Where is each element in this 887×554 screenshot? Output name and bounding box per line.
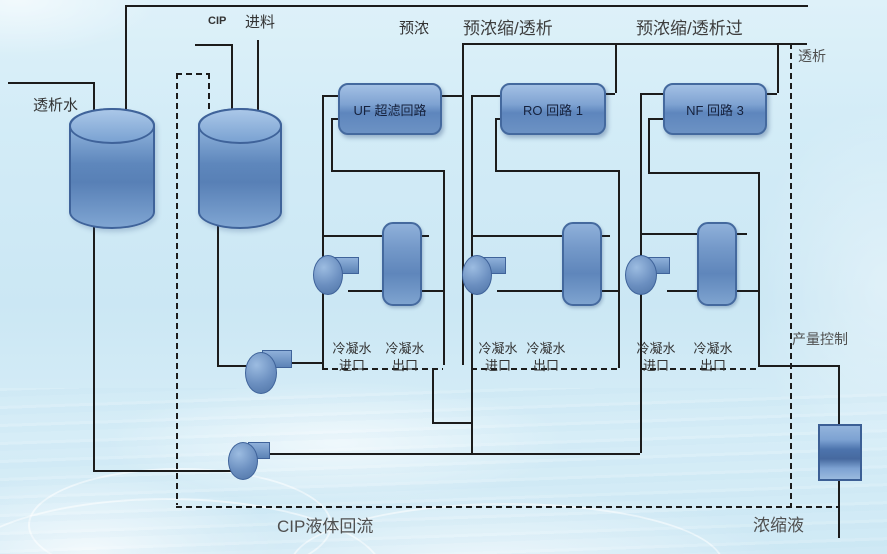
pipe-cip-return-solid <box>266 453 640 455</box>
condensate-water-label: 冷凝水 <box>385 341 425 356</box>
pipe-concentrate-out <box>758 365 838 367</box>
water-ripple <box>28 468 332 554</box>
condensate-outlet-label: 出口 <box>532 358 559 373</box>
dashed-cip-top <box>176 73 210 75</box>
pipe-tank1-bottom <box>93 223 95 470</box>
pipe-ro-loop-return <box>497 290 618 292</box>
pipe-uf-right <box>443 170 445 365</box>
dashed-cip-to-tank2 <box>208 73 210 112</box>
pipe-pump2-discharge <box>288 362 322 364</box>
pipe-uf-right-stub <box>437 95 462 97</box>
pipe-top-header <box>125 5 808 7</box>
loop-box-ro-label: RO 回路 1 <box>523 102 583 118</box>
label-dialysis-water: 透析水 <box>33 97 79 114</box>
dashed-condensate-nf <box>640 368 758 370</box>
membrane-vessel-nf <box>697 222 737 306</box>
pipe <box>648 118 664 120</box>
loop-box-ro[interactable]: RO 回路 1 <box>500 83 606 135</box>
condensate-inlet-label: 进口 <box>484 358 511 373</box>
condensate-water-label: 冷凝水 <box>332 341 372 356</box>
pipe-tank2-bottom <box>217 223 219 365</box>
label-cip-return: CIP液体回流 <box>277 517 374 536</box>
condensate-labels-ro-outlet: 冷凝水 出口 <box>522 340 570 374</box>
pipe-uf-loop-top <box>331 170 443 172</box>
dashed-condensate-uf <box>322 368 443 370</box>
condensate-water-label: 冷凝水 <box>636 341 676 356</box>
pump-body <box>625 255 657 295</box>
pipe-divider-uf-ro <box>462 43 464 365</box>
label-pre-concentrate-dialysis-done: 预浓缩/透析过 <box>636 19 743 38</box>
pipe-header-to-ro <box>615 43 617 93</box>
condensate-outlet-label: 出口 <box>699 358 726 373</box>
pipe-uf-vessel-feed <box>322 235 429 237</box>
membrane-vessel-ro <box>562 222 602 306</box>
pipe <box>331 118 340 120</box>
condensate-water-label: 冷凝水 <box>478 341 518 356</box>
pipe-cip-drop <box>231 44 233 112</box>
pipe-jog <box>432 422 471 424</box>
pump-body <box>228 442 258 480</box>
pipe-nf-left-stub <box>640 93 663 95</box>
pipe-ro-right <box>618 170 620 368</box>
pipe-nf-vessel-feed <box>642 233 747 235</box>
pipe <box>495 118 497 170</box>
pipe-uf-left-stub <box>322 95 338 97</box>
label-cip: CIP <box>208 15 227 27</box>
condensate-labels-ro-inlet: 冷凝水 进口 <box>474 340 522 374</box>
condensate-labels-uf-outlet: 冷凝水 出口 <box>381 340 429 374</box>
pump-body <box>462 255 492 295</box>
dashed-cip-return-left <box>176 73 178 505</box>
pipe-ro-vessel-feed <box>471 235 610 237</box>
label-yield-control: 产量控制 <box>792 331 848 347</box>
membrane-vessel-uf <box>382 222 422 306</box>
pump-body <box>313 255 343 295</box>
pipe-nf-loop-top <box>648 172 758 174</box>
label-pre-concentrate: 预浓 <box>399 20 430 37</box>
label-feed: 进料 <box>245 14 276 31</box>
pipe <box>495 118 504 120</box>
pipe-pump2-suction <box>217 365 246 367</box>
pipe-feed-to-tank1 <box>125 5 127 112</box>
loop-box-nf[interactable]: NF 回路 3 <box>663 83 767 135</box>
pipe-feed-drop <box>257 40 259 112</box>
loop-box-nf-label: NF 回路 3 <box>686 102 744 118</box>
dashed-condensate-ro <box>471 368 618 370</box>
dashed-dialysis-line <box>790 43 792 506</box>
pipe-ro-loop-top <box>495 170 618 172</box>
condensate-labels-nf-outlet: 冷凝水 出口 <box>689 340 737 374</box>
condensate-inlet-label: 进口 <box>338 358 365 373</box>
label-pre-concentrate-dialysis: 预浓缩/透析 <box>463 19 553 38</box>
pipe-dialysis-water-drop <box>93 82 95 112</box>
condensate-labels-nf-inlet: 冷凝水 进口 <box>632 340 680 374</box>
pipe-second-header <box>462 43 807 45</box>
pipe-jog-vertical <box>432 368 434 422</box>
condensate-water-label: 冷凝水 <box>526 341 566 356</box>
dashed-cip-return-bottom <box>176 506 838 508</box>
pipe <box>331 118 333 170</box>
tank-feed <box>198 108 282 229</box>
tank-dialysis-water <box>69 108 155 229</box>
pipe <box>648 118 650 172</box>
pipe-nf-right-stub <box>763 93 777 95</box>
pipe-dialysis-water-inlet <box>8 82 93 84</box>
pipe-uf-left <box>322 95 324 368</box>
condensate-water-label: 冷凝水 <box>693 341 733 356</box>
loop-box-uf-label: UF 超滤回路 <box>353 102 427 118</box>
label-concentrate: 浓缩液 <box>753 516 804 535</box>
pipe-cip-inlet <box>195 44 231 46</box>
pump-body <box>245 352 277 394</box>
condensate-labels-uf-inlet: 冷凝水 进口 <box>328 340 376 374</box>
pipe-header-to-nf <box>777 43 779 93</box>
condensate-inlet-label: 进口 <box>642 358 669 373</box>
loop-box-uf[interactable]: UF 超滤回路 <box>338 83 442 135</box>
yield-control-valve[interactable] <box>818 424 862 481</box>
condensate-outlet-label: 出口 <box>391 358 418 373</box>
label-dialysis: 透析 <box>798 48 826 64</box>
pipe-nf-right <box>758 172 760 365</box>
pipe-ro-left-stub <box>471 95 502 97</box>
pipe-ro-right-stub <box>602 93 615 95</box>
pipe-tank1-to-pump3 <box>93 470 232 472</box>
